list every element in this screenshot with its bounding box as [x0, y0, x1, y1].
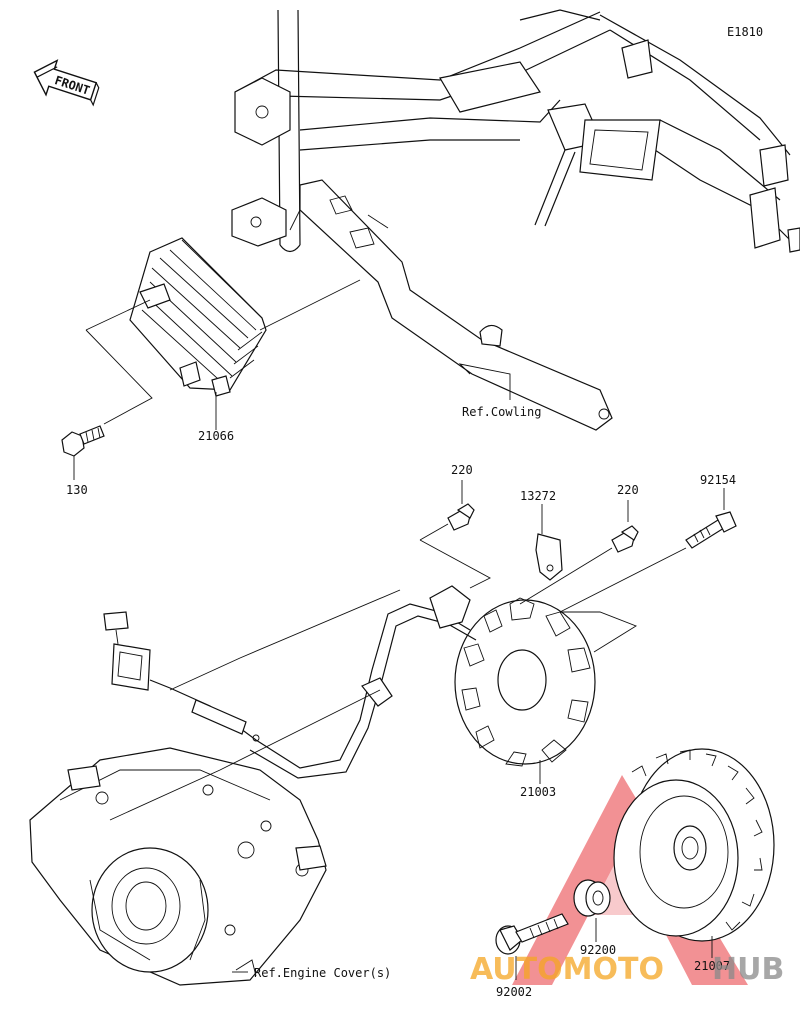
bolt-220-a [447, 503, 475, 531]
label-ref-engine-cover: Ref.Engine Cover(s) [254, 966, 391, 980]
regulator-rectifier [129, 237, 267, 397]
bolt-220-b [611, 525, 639, 553]
label-92002: 92002 [496, 985, 532, 999]
label-21066: 21066 [198, 429, 234, 443]
watermark-text-b: HUB [712, 952, 784, 987]
label-92200: 92200 [580, 943, 616, 957]
label-13272: 13272 [520, 489, 556, 503]
regulator-bolt-130 [61, 425, 105, 457]
label-92154: 92154 [700, 473, 736, 487]
label-ref-cowling: Ref.Cowling [462, 405, 541, 419]
label-21007: 21007 [694, 959, 730, 973]
label-21003: 21003 [520, 785, 556, 799]
front-arrow-icon: FRONT [33, 59, 100, 107]
frame-assembly [231, 9, 800, 253]
engine-cover [29, 747, 327, 986]
watermark-text-a: AUTOMOTO [470, 952, 664, 987]
stator-assembly [103, 585, 596, 779]
bolt-92154 [685, 511, 737, 549]
label-130: 130 [66, 483, 88, 497]
flange-bolt-92002 [495, 913, 569, 955]
collar-92200 [573, 879, 611, 917]
label-220-a: 220 [451, 463, 473, 477]
cowling-bracket [289, 179, 613, 431]
label-220-b: 220 [617, 483, 639, 497]
bracket-13272 [535, 533, 563, 581]
watermark-logo-text: AUTOMOTO HUB [470, 952, 784, 987]
rotor-flywheel [613, 748, 775, 942]
diagram-code: E1810 [727, 25, 763, 39]
leader-lines [73, 279, 725, 980]
